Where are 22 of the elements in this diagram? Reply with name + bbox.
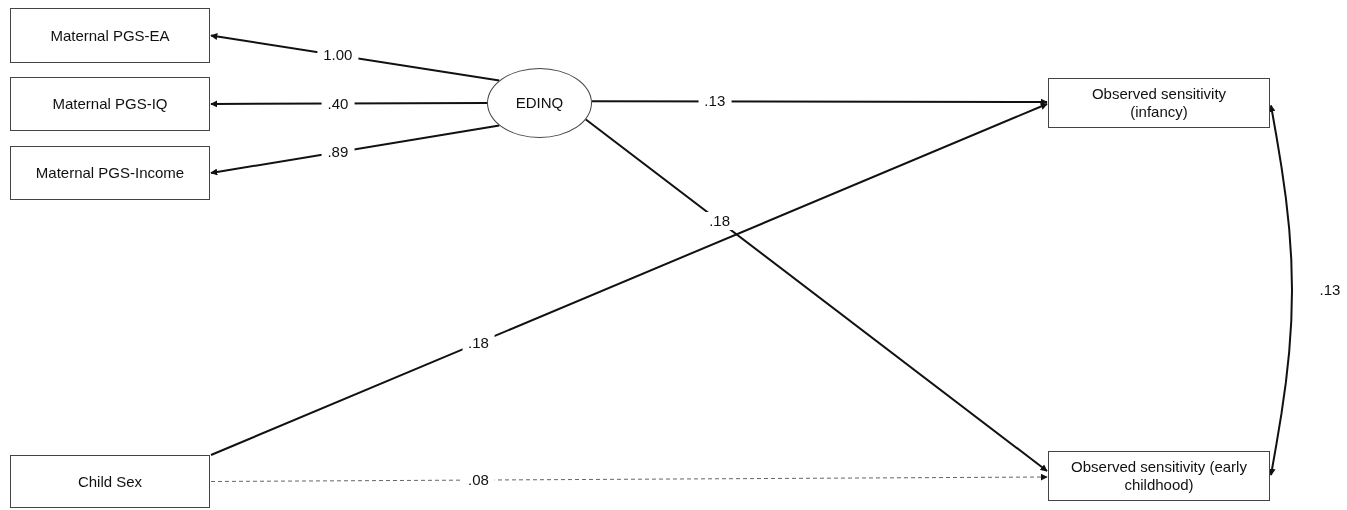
observed-variable-box: [1048, 78, 1270, 128]
arrow: [210, 124, 501, 176]
observed-variable-box: [10, 455, 210, 508]
observed-variable-box: [10, 8, 210, 63]
arrow: [210, 100, 488, 108]
variable-name: Maternal PGS-EA: [50, 26, 170, 45]
observed-variable-box: [1048, 451, 1270, 501]
observed-variable-box: [10, 146, 210, 200]
variable-name: Observed sensitivity (early childhood): [1070, 458, 1248, 494]
edge-label: .18: [703, 212, 736, 231]
variable-name: Maternal PGS-IQ: [52, 95, 168, 113]
variable-name: Maternal PGS-Income: [35, 164, 185, 182]
arrow: [210, 103, 1048, 456]
edge-label: .18: [462, 333, 495, 352]
variable-name: Child Sex: [77, 472, 143, 491]
arrow: [590, 98, 1048, 106]
variable-name: EDINQ: [515, 94, 564, 112]
variable-name: Observed sensitivity (infancy): [1090, 85, 1228, 121]
arrow: [584, 118, 1048, 472]
dashed-arrow: [210, 473, 1048, 482]
double-headed-arrow: [1268, 104, 1293, 476]
observed-variable-box: [10, 77, 210, 131]
